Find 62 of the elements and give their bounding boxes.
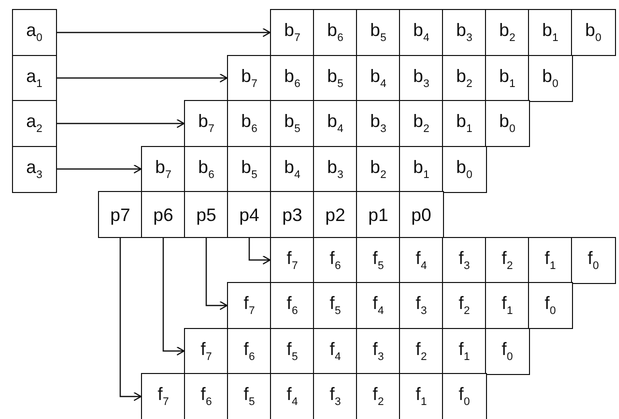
bit-cell: b$_{5}$ [270,100,314,147]
bit-cell: b$_{0}$ [571,9,616,56]
bit-cell: b$_{0}$ [442,146,486,192]
bit-cell: f$_{2}$ [442,282,486,329]
bit-cell: b$_{7}$ [270,9,314,56]
bit-cell: f$_{0}$ [442,373,486,419]
bit-cell: f$_{4}$ [270,373,314,419]
bit-cell: f$_{3}$ [313,373,358,419]
bit-cell: f$_{7}$ [227,282,272,329]
bit-cell: f$_{7}$ [141,373,186,419]
bit-cell: f$_{2}$ [356,373,400,419]
bit-cell: b$_{1}$ [528,9,572,56]
bit-cell: a$_{3}$ [12,146,56,192]
bit-cell: b$_{6}$ [313,9,358,56]
bit-cell: f$_{4}$ [356,282,400,329]
arrow [56,73,228,83]
bit-cell: b$_{2}$ [399,100,444,147]
bit-cell: b$_{4}$ [399,9,444,56]
bit-cell: b$_{3}$ [356,100,400,147]
bit-cell: f$_{3}$ [442,236,486,284]
bit-cell: p0 [399,191,444,238]
bit-cell: f$_{6}$ [184,373,228,419]
bit-cell: f$_{5}$ [313,282,358,329]
bit-cell: b$_{4}$ [313,100,358,147]
bit-cell: f$_{1}$ [399,373,444,419]
bit-cell: p6 [141,191,186,238]
bit-cell: a$_{0}$ [12,9,56,56]
bit-cell: a$_{2}$ [12,100,56,147]
arrow [56,28,271,38]
bit-cell: f$_{5}$ [227,373,272,419]
bit-cell: b$_{7}$ [184,100,228,147]
bit-cell: f$_{2}$ [485,236,530,284]
bit-cell: f$_{0}$ [485,328,530,374]
bit-cell: f$_{1}$ [485,282,530,329]
bit-cell: p3 [270,191,314,238]
bit-cell: b$_{6}$ [227,100,272,147]
bit-cell: f$_{3}$ [399,282,444,329]
bit-cell: f$_{0}$ [528,282,572,329]
bit-cell: b$_{1}$ [442,100,486,147]
bit-cell: p1 [356,191,400,238]
bit-cell: b$_{7}$ [227,54,272,102]
bit-cell: b$_{0}$ [485,100,530,147]
bit-cell: p5 [184,191,228,238]
arrow [120,238,142,402]
bit-cell: b$_{5}$ [356,9,400,56]
bit-cell: f$_{0}$ [571,236,616,284]
bit-cell: f$_{1}$ [528,236,572,284]
arrow [206,238,228,310]
bit-cell: b$_{7}$ [141,146,186,192]
bit-cell: b$_{0}$ [528,54,572,102]
bit-cell: p4 [227,191,272,238]
bit-cell: b$_{3}$ [442,9,486,56]
arrow [56,118,185,128]
bit-cell: a$_{1}$ [12,54,56,102]
arrow [56,164,142,174]
bit-cell: f$_{7}$ [184,328,228,374]
bit-cell: p7 [98,191,142,238]
bit-cell: b$_{2}$ [485,9,530,56]
arrow [162,238,185,356]
bit-cell: f$_{6}$ [270,282,314,329]
arrow [248,238,271,265]
bit-cell: p2 [313,191,358,238]
